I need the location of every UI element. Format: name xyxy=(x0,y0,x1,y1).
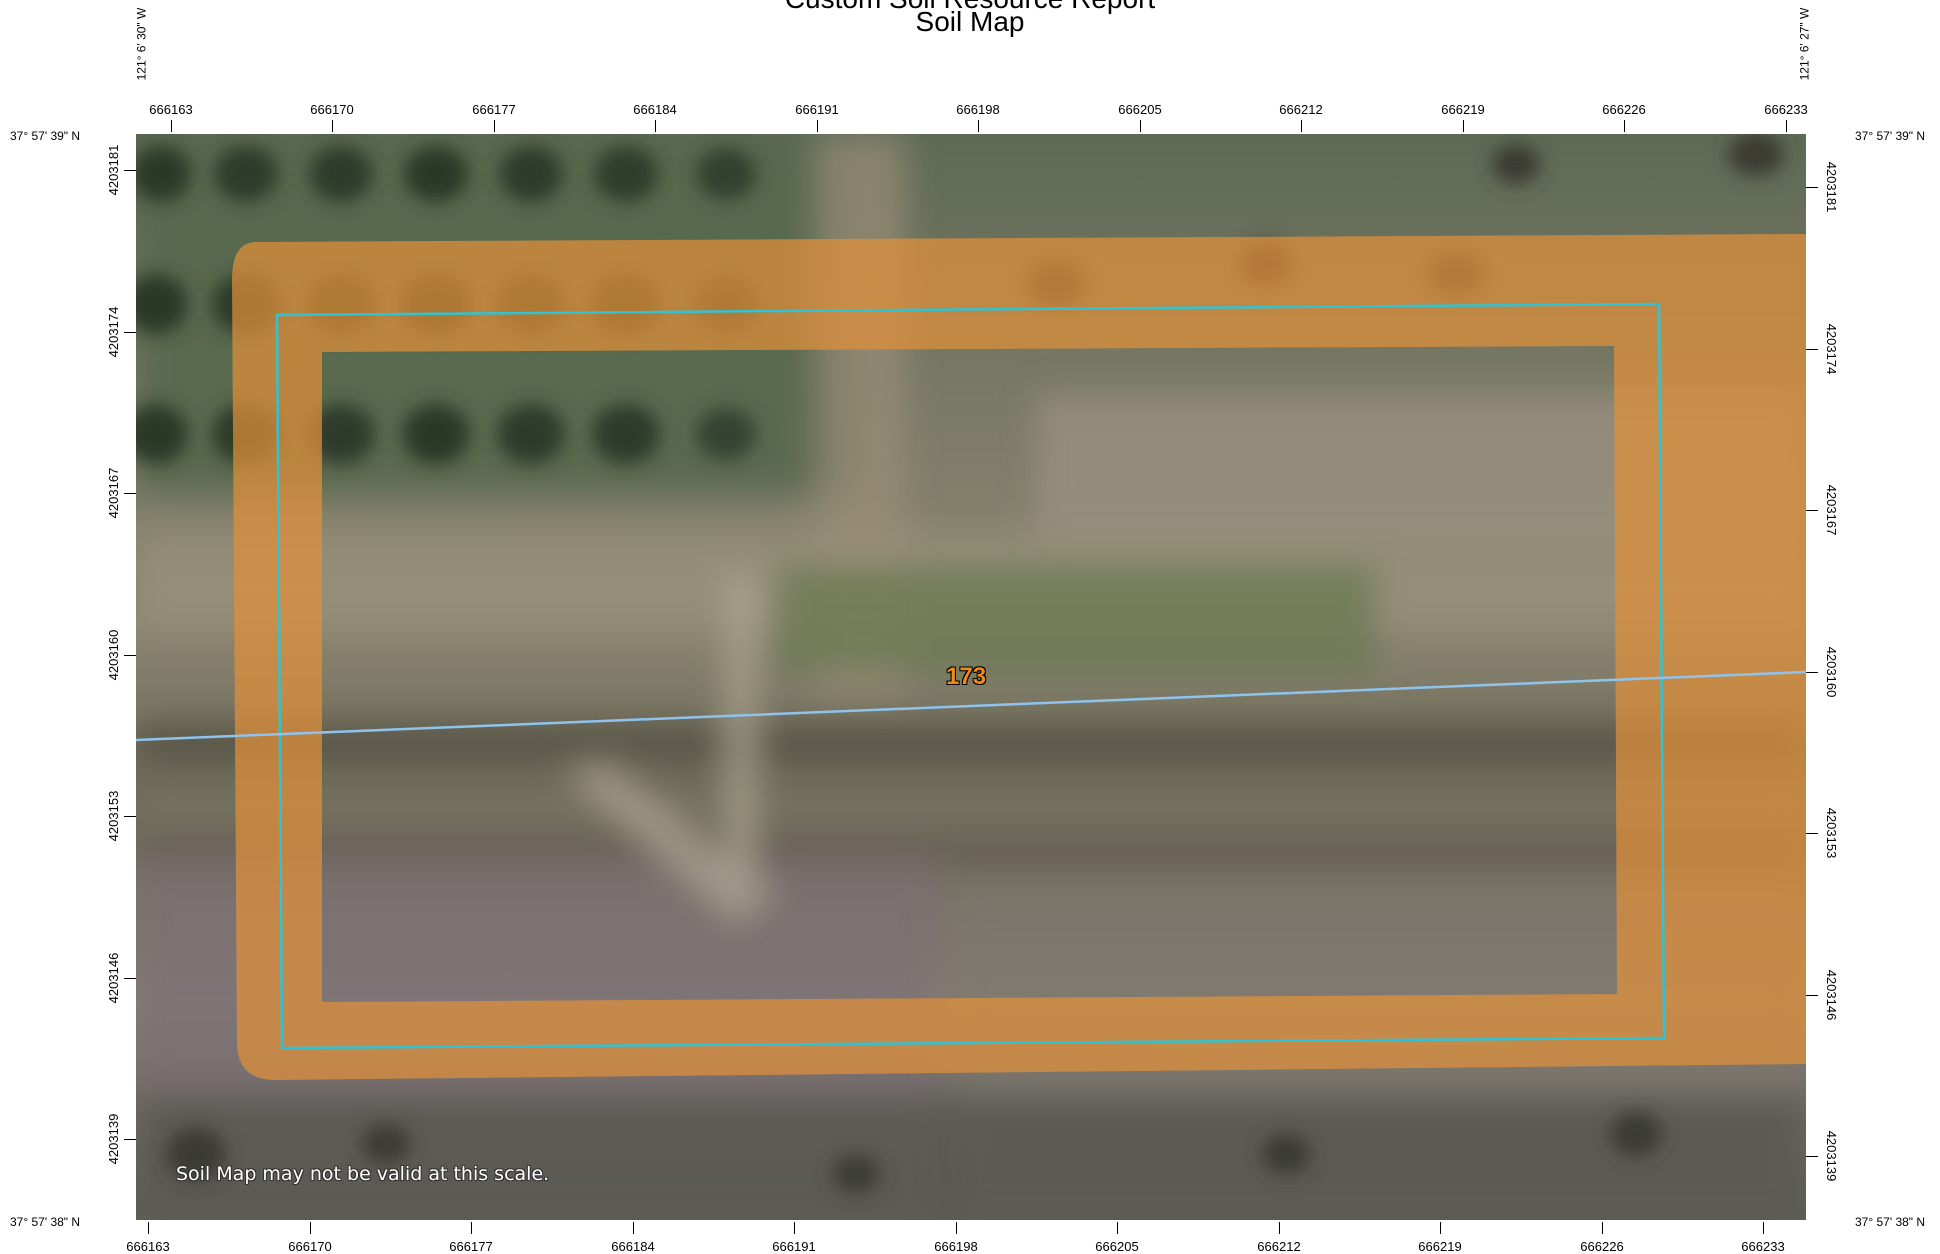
bottom-tick-label: 666170 xyxy=(288,1239,332,1254)
scale-warning-text: Soil Map may not be valid at this scale. xyxy=(176,1163,550,1185)
bottom-tick-mark xyxy=(148,1222,149,1234)
right-tick-mark xyxy=(1806,187,1818,188)
right-tick-label: 4203153 xyxy=(1824,807,1839,859)
right-tick-label: 4203146 xyxy=(1824,969,1839,1021)
left-tick-label: 4203146 xyxy=(106,952,121,1004)
top-tick-label: 666191 xyxy=(795,102,839,117)
left-tick-mark xyxy=(124,332,136,333)
corner-lon-east: 121° 6' 27" W xyxy=(1797,7,1812,81)
top-tick-mark xyxy=(1140,120,1141,132)
area-of-interest-outline[interactable] xyxy=(232,234,1806,1080)
bottom-tick-label: 666191 xyxy=(772,1239,816,1254)
top-tick-label: 666177 xyxy=(472,102,516,117)
bottom-tick-label: 666205 xyxy=(1095,1239,1139,1254)
bottom-tick-mark xyxy=(794,1222,795,1234)
right-tick-mark xyxy=(1806,995,1818,996)
map-unit-label-173[interactable]: 173 xyxy=(946,663,987,690)
bottom-tick-label: 666219 xyxy=(1418,1239,1462,1254)
top-tick-mark xyxy=(1463,120,1464,132)
left-tick-label: 4203181 xyxy=(106,144,121,196)
corner-lat-north-left: 37° 57' 39" N xyxy=(10,129,81,143)
bottom-tick-mark xyxy=(1440,1222,1441,1234)
right-tick-mark xyxy=(1806,349,1818,350)
bottom-tick-mark xyxy=(1602,1222,1603,1234)
map-title: Soil Map xyxy=(915,6,1025,37)
top-tick-label: 666233 xyxy=(1764,102,1808,117)
right-tick-mark xyxy=(1806,833,1818,834)
report-title: Custom Soil Resource Report xyxy=(0,0,1940,14)
top-tick-label: 666226 xyxy=(1602,102,1646,117)
bottom-tick-label: 666177 xyxy=(449,1239,493,1254)
left-tick-label: 4203153 xyxy=(106,790,121,842)
left-tick-mark xyxy=(124,1139,136,1140)
left-tick-mark xyxy=(124,978,136,979)
top-tick-label: 666184 xyxy=(633,102,677,117)
bottom-tick-mark xyxy=(1117,1222,1118,1234)
left-tick-mark xyxy=(124,493,136,494)
left-tick-label: 4203139 xyxy=(106,1113,121,1165)
right-tick-label: 4203181 xyxy=(1824,161,1839,213)
bottom-tick-mark xyxy=(471,1222,472,1234)
top-tick-label: 666212 xyxy=(1279,102,1323,117)
right-tick-label: 4203167 xyxy=(1824,484,1839,536)
corner-lat-south-left: 37° 57' 38" N xyxy=(10,1215,81,1229)
bottom-tick-label: 666212 xyxy=(1257,1239,1301,1254)
top-tick-label: 666163 xyxy=(149,102,193,117)
top-tick-label: 666170 xyxy=(310,102,354,117)
left-tick-label: 4203174 xyxy=(106,306,121,358)
top-tick-label: 666198 xyxy=(956,102,1000,117)
bottom-tick-label: 666233 xyxy=(1741,1239,1785,1254)
right-tick-mark xyxy=(1806,672,1818,673)
right-tick-mark xyxy=(1806,510,1818,511)
right-tick-label: 4203174 xyxy=(1824,323,1839,375)
left-tick-label: 4203167 xyxy=(106,467,121,519)
top-tick-mark xyxy=(817,120,818,132)
left-tick-mark xyxy=(124,170,136,171)
left-tick-mark xyxy=(124,816,136,817)
corner-lat-south-right: 37° 57' 38" N xyxy=(1855,1215,1926,1229)
top-tick-mark xyxy=(1301,120,1302,132)
right-tick-mark xyxy=(1806,1156,1818,1157)
top-tick-mark xyxy=(978,120,979,132)
soil-boundary-line[interactable] xyxy=(136,670,1806,742)
corner-lon-west: 121° 6' 30" W xyxy=(134,7,149,81)
bottom-tick-mark xyxy=(956,1222,957,1234)
bottom-tick-label: 666198 xyxy=(934,1239,978,1254)
top-tick-mark xyxy=(655,120,656,132)
top-tick-label: 666219 xyxy=(1441,102,1485,117)
left-tick-mark xyxy=(124,655,136,656)
top-tick-mark xyxy=(494,120,495,132)
bottom-tick-label: 666226 xyxy=(1580,1239,1624,1254)
bottom-tick-mark xyxy=(1763,1222,1764,1234)
top-tick-mark xyxy=(1786,120,1787,132)
top-tick-mark xyxy=(171,120,172,132)
bottom-tick-mark xyxy=(310,1222,311,1234)
bottom-tick-mark xyxy=(1279,1222,1280,1234)
soil-map-frame[interactable]: 173 Soil Map may not be valid at this sc… xyxy=(136,134,1806,1220)
right-tick-label: 4203139 xyxy=(1824,1130,1839,1182)
right-tick-label: 4203160 xyxy=(1824,646,1839,698)
corner-lat-north-right: 37° 57' 39" N xyxy=(1855,129,1926,143)
bottom-tick-mark xyxy=(633,1222,634,1234)
bottom-tick-label: 666163 xyxy=(126,1239,170,1254)
left-tick-label: 4203160 xyxy=(106,629,121,681)
soil-map-unit-boundary[interactable] xyxy=(275,302,1666,1050)
aerial-imagery xyxy=(136,134,1806,1220)
top-tick-mark xyxy=(1624,120,1625,132)
top-tick-mark xyxy=(332,120,333,132)
bottom-tick-label: 666184 xyxy=(611,1239,655,1254)
top-tick-label: 666205 xyxy=(1118,102,1162,117)
